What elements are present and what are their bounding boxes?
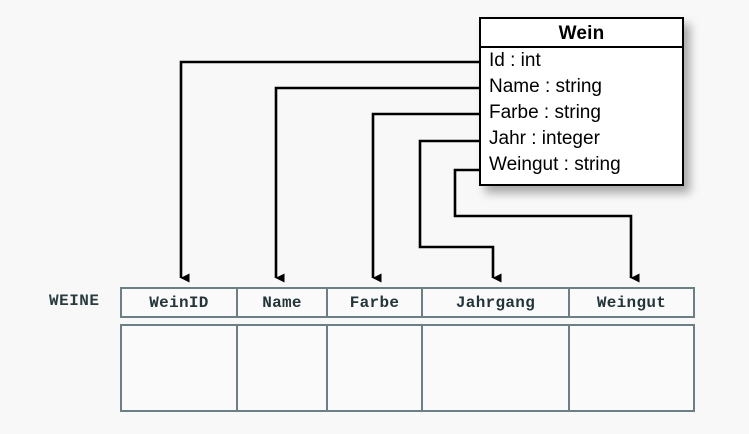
uml-class-box[interactable]: Wein Id : int Name : string Farbe : stri… xyxy=(479,17,684,186)
table-cell-name[interactable] xyxy=(238,326,328,410)
table-cell-farbe[interactable] xyxy=(328,326,423,410)
table-header-row: WeinID Name Farbe Jahrgang Weingut xyxy=(120,287,695,318)
table-column-header-farbe: Farbe xyxy=(328,289,423,316)
class-attribute-list: Id : int Name : string Farbe : string Ja… xyxy=(481,48,682,178)
table-name-label: WEINE xyxy=(49,292,100,310)
class-name-title: Wein xyxy=(481,19,682,48)
table-column-header-name: Name xyxy=(238,289,328,316)
class-attribute-id: Id : int xyxy=(489,50,541,71)
table-column-header-weingut: Weingut xyxy=(596,293,667,312)
connector-farbe-to-farbe xyxy=(371,112,479,283)
table-cell-jahrgang[interactable] xyxy=(423,326,570,410)
class-attribute-farbe: Farbe : string xyxy=(489,102,601,123)
connector-id-to-weinid xyxy=(179,60,479,283)
connector-weingut-to-weingut xyxy=(453,168,640,283)
class-attribute-weingut: Weingut : string xyxy=(489,154,621,175)
table-column-header-jahrgang: Jahrgang xyxy=(423,289,570,316)
table-column-header-weinid: WeinID xyxy=(122,289,238,316)
connector-name-to-name xyxy=(274,86,479,283)
table-cell-weingut[interactable] xyxy=(570,326,693,410)
table-cell-weinid[interactable] xyxy=(122,326,238,410)
table-row[interactable] xyxy=(120,324,695,412)
class-attribute-jahr: Jahr : integer xyxy=(489,128,600,149)
class-attribute-name: Name : string xyxy=(489,76,602,97)
